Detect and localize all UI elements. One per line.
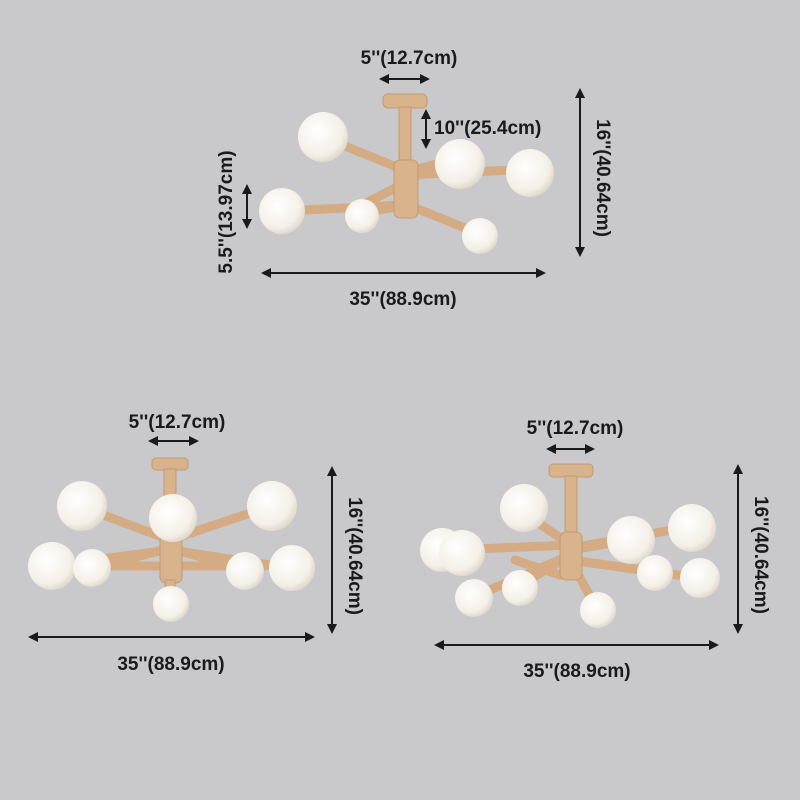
rod <box>564 475 578 537</box>
hub <box>159 534 183 584</box>
label-body-height: 5.5''(13.97cm) <box>216 150 237 273</box>
label-canopy-width: 5''(12.7cm) <box>527 418 624 439</box>
label-rod-length: 10''(25.4cm) <box>434 118 541 139</box>
chandelier-eight-light: 5''(12.7cm) 16''(40.64cm) 35''(88.9cm) <box>28 412 365 675</box>
chandelier-six-light: 5''(12.7cm) 10''(25.4cm) 16''(40.64cm) 5… <box>216 48 613 310</box>
globes <box>28 481 315 622</box>
label-total-width: 35''(88.9cm) <box>349 289 456 310</box>
hub <box>393 159 419 219</box>
globes <box>259 112 554 254</box>
chandelier-ten-light: 5''(12.7cm) 16''(40.64cm) 35''(88.9cm) <box>420 418 771 682</box>
label-total-width: 35''(88.9cm) <box>117 654 224 675</box>
canopy <box>548 463 594 478</box>
label-canopy-width: 5''(12.7cm) <box>361 48 458 69</box>
globes <box>420 484 720 628</box>
arms <box>445 507 705 610</box>
hub <box>559 531 583 581</box>
label-total-height: 16''(40.64cm) <box>592 119 613 237</box>
label-total-height: 16''(40.64cm) <box>750 496 771 614</box>
canopy <box>151 457 189 471</box>
label-canopy-width: 5''(12.7cm) <box>129 412 226 433</box>
label-total-height: 16''(40.64cm) <box>344 497 365 615</box>
rod <box>398 106 412 164</box>
label-total-width: 35''(88.9cm) <box>523 661 630 682</box>
canopy <box>382 93 428 109</box>
